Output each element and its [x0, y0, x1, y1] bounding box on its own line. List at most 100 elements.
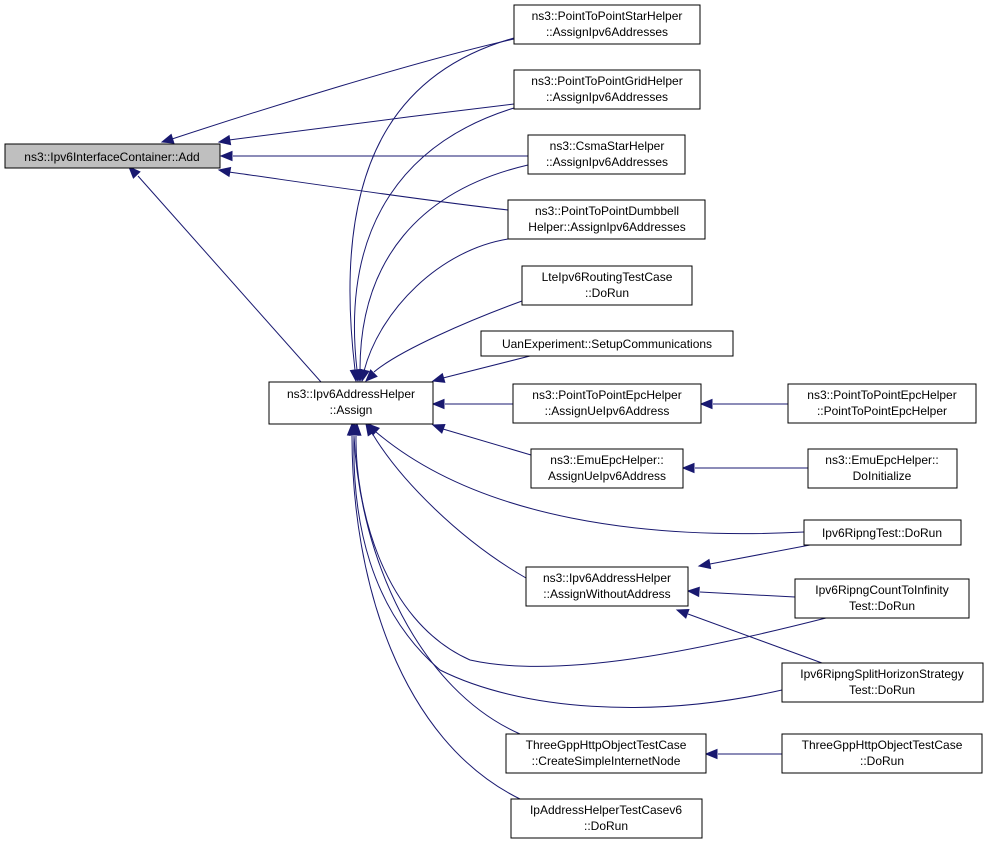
edge-arrowhead	[697, 558, 712, 570]
edge-uan-to-ipv6ah_assign	[431, 355, 531, 383]
node-pointtopointgridhelper-assignipv6addresses[interactable]: ns3::PointToPointGridHelper ::AssignIpv6…	[513, 69, 701, 110]
node-emuepchelper-assignueipv6address[interactable]: ns3::EmuEpcHelper:: AssignUeIpv6Address	[530, 448, 684, 489]
edge-line	[359, 164, 529, 371]
node-label: ::AssignIpv6Addresses	[546, 90, 668, 104]
node-label: ns3::Ipv6InterfaceContainer::Add	[24, 150, 199, 164]
edge-p2pdumbbell-to-ipv6ah_assign	[359, 238, 509, 383]
node-label: Ipv6RipngSplitHorizonStrategy	[800, 667, 963, 681]
edge-ripng_cti-to-ipv6ah_wo	[686, 586, 796, 598]
node-pointtopointepchelper-assignueipv6address[interactable]: ns3::PointToPointEpcHelper ::AssignUeIpv…	[512, 383, 702, 424]
node-label: ThreeGppHttpObjectTestCase	[526, 738, 687, 752]
edge-arrowhead	[219, 150, 233, 162]
edge-arrowhead	[346, 422, 358, 436]
edge-csmastar-to-ipv6ic_add	[219, 150, 528, 162]
edge-http_dorun-to-http_create	[704, 748, 782, 760]
edge-line	[171, 38, 515, 140]
edge-line	[709, 544, 811, 565]
node-ipv6addresshelper-assignwithoutaddress[interactable]: ns3::Ipv6AddressHelper ::AssignWithoutAd…	[525, 566, 689, 607]
node-label: Ipv6RipngCountToInfinity	[815, 583, 948, 597]
node-label: ns3::PointToPointDumbbell	[535, 204, 679, 218]
edge-arrowhead	[128, 166, 141, 179]
node-ipv6ripngsplithorizonstrategytest-dorun[interactable]: Ipv6RipngSplitHorizonStrategy Test::DoRu…	[781, 662, 984, 703]
edge-emuepc_init-to-emuepc_ue	[681, 462, 808, 474]
node-label: Test::DoRun	[849, 683, 915, 697]
node-lteipv6routingtestcase-dorun[interactable]: LteIpv6RoutingTestCase ::DoRun	[521, 265, 693, 306]
node-label: ::PointToPointEpcHelper	[817, 404, 947, 418]
node-pointtopointstarhelper-assignipv6addresses[interactable]: ns3::PointToPointStarHelper ::AssignIpv6…	[513, 4, 701, 45]
edge-arrowhead	[160, 133, 175, 144]
edge-arrowhead	[359, 368, 370, 383]
edge-arrowhead	[686, 586, 700, 598]
node-pointtopointepchelper-ctor[interactable]: ns3::PointToPointEpcHelper ::PointToPoin…	[787, 383, 977, 424]
node-ipv6interfacecontainer-add[interactable]: ns3::Ipv6InterfaceContainer::Add	[4, 143, 221, 169]
node-csmastarhelper-assignipv6addresses[interactable]: ns3::CsmaStarHelper ::AssignIpv6Addresse…	[527, 134, 686, 175]
edge-arrowhead	[431, 398, 445, 410]
node-uanexperiment-setupcommunications[interactable]: UanExperiment::SetupCommunications	[480, 330, 734, 357]
node-label: DoInitialize	[853, 469, 912, 483]
node-label: ::AssignWithoutAddress	[543, 587, 670, 601]
node-label: ns3::Ipv6AddressHelper	[543, 571, 671, 585]
node-label: ::CreateSimpleInternetNode	[532, 754, 681, 768]
edge-line	[228, 103, 515, 141]
edge-arrowhead	[699, 398, 713, 410]
edge-http_create-to-ipv6ah_assign	[348, 422, 521, 735]
node-ipaddresshelpertestcasev6-dorun[interactable]: IpAddressHelperTestCasev6 ::DoRun	[510, 798, 703, 839]
node-label: ::DoRun	[585, 286, 629, 300]
node-label: IpAddressHelperTestCasev6	[530, 803, 682, 817]
node-threegpphttpobjecttestcase-dorun[interactable]: ThreeGppHttpObjectTestCase ::DoRun	[781, 733, 983, 774]
edge-p2pdumbbell-to-ipv6ic_add	[217, 166, 509, 211]
node-label: ::AssignUeIpv6Address	[545, 404, 670, 418]
node-emuepchelper-doinitialize[interactable]: ns3::EmuEpcHelper:: DoInitialize	[807, 448, 958, 489]
edge-ipv6ah_assign-to-ipv6ic_add	[128, 166, 322, 383]
node-label: ns3::EmuEpcHelper::	[825, 453, 938, 467]
edge-arrowhead	[704, 748, 718, 760]
node-label: ns3::PointToPointGridHelper	[531, 74, 682, 88]
edge-ipv6ah_wo-to-ipv6ah_assign	[365, 422, 527, 579]
edge-arrowhead	[217, 134, 232, 146]
node-label: ::DoRun	[584, 819, 628, 833]
node-ipv6ripngtest-dorun[interactable]: Ipv6RipngTest::DoRun	[803, 519, 962, 546]
node-label: ns3::Ipv6AddressHelper	[287, 387, 415, 401]
edge-arrowhead	[217, 166, 232, 178]
node-ipv6addresshelper-assign[interactable]: ns3::Ipv6AddressHelper ::Assign	[268, 381, 434, 425]
edge-line	[349, 37, 515, 371]
node-label: ::AssignIpv6Addresses	[546, 25, 668, 39]
edge-p2pstar-to-ipv6ic_add	[160, 38, 515, 144]
edge-line	[373, 300, 523, 373]
edge-arrowhead	[431, 423, 446, 434]
node-label: UanExperiment::SetupCommunications	[502, 337, 712, 351]
node-ipv6ripngcounttoinfinitytest-dorun[interactable]: Ipv6RipngCountToInfinity Test::DoRun	[794, 578, 970, 619]
edge-arrowhead	[365, 422, 377, 437]
edge-line	[228, 171, 509, 211]
edge-lte_routing-to-ipv6ah_assign	[365, 300, 523, 382]
edge-p2pepc_ctor-to-p2pepc_ue	[699, 398, 788, 410]
node-label: AssignUeIpv6Address	[548, 469, 666, 483]
edge-line	[375, 431, 805, 535]
edge-arrowhead	[681, 462, 695, 474]
node-label: ns3::PointToPointEpcHelper	[532, 388, 681, 402]
edge-line	[353, 435, 783, 708]
edge-arrowhead	[675, 609, 690, 619]
edge-line	[353, 107, 515, 371]
node-pointtopointdumbbell-assignipv6addresses[interactable]: ns3::PointToPointDumbbell Helper::Assign…	[507, 199, 706, 240]
edge-p2pgrid-to-ipv6ic_add	[217, 103, 515, 146]
edge-p2pepc_ue-to-ipv6ah_assign	[431, 398, 513, 410]
edge-line	[699, 591, 796, 598]
edge-line	[363, 238, 509, 372]
edge-line	[371, 432, 527, 579]
node-label: ::DoRun	[860, 754, 904, 768]
edge-line	[353, 435, 521, 735]
edge-line	[687, 613, 823, 664]
node-label: ThreeGppHttpObjectTestCase	[802, 738, 963, 752]
edge-line	[137, 175, 322, 383]
node-label: ::AssignIpv6Addresses	[546, 155, 668, 169]
node-label: ns3::CsmaStarHelper	[550, 139, 665, 153]
edge-ripng_test-to-ipv6ah_wo	[697, 544, 811, 570]
node-threegpphttpobjecttestcase-createsimpleinternetnode[interactable]: ThreeGppHttpObjectTestCase ::CreateSimpl…	[505, 733, 707, 774]
edge-line	[442, 428, 532, 456]
edge-line	[351, 435, 521, 800]
node-label: LteIpv6RoutingTestCase	[542, 270, 673, 284]
node-label: Helper::AssignIpv6Addresses	[528, 220, 685, 234]
